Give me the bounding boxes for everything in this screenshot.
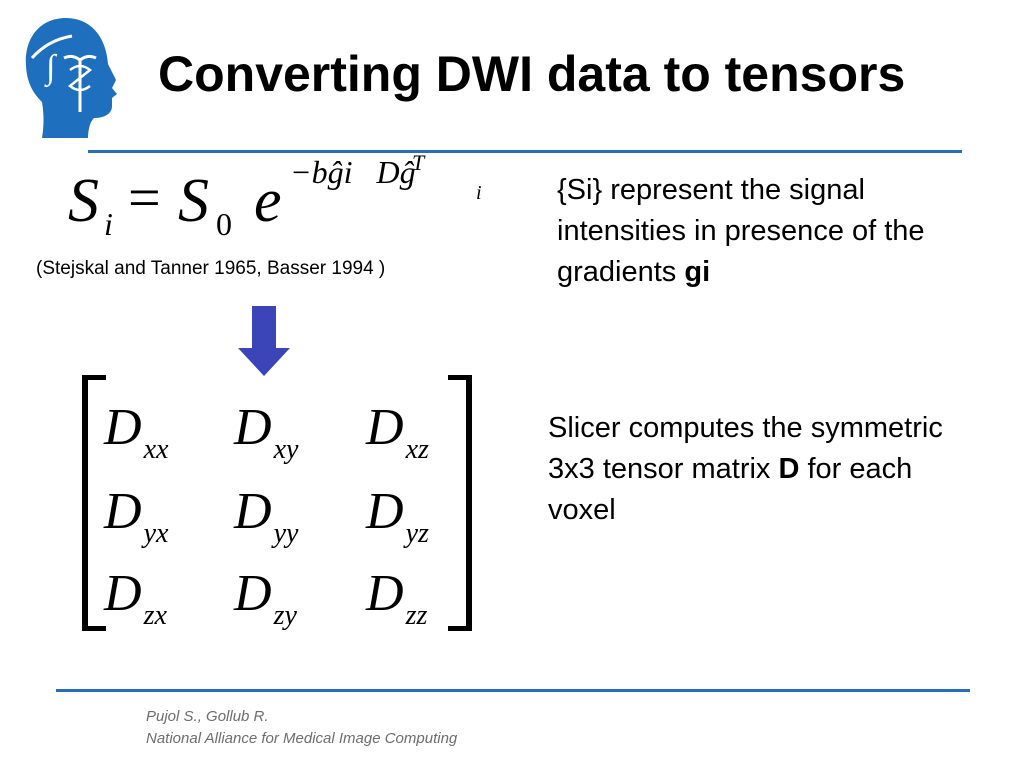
footer-authors: Pujol S., Gollub R.	[146, 708, 269, 725]
matrix-cell: Dzy	[234, 564, 344, 634]
matrix-cell-symbol: D	[366, 483, 404, 540]
formula-rhs-symbol: S	[178, 167, 209, 235]
formula-exponent-sup: T	[412, 150, 425, 175]
formula-exponent-lead: −bĝi	[290, 154, 353, 190]
matrix-cell: Dyz	[366, 482, 476, 552]
matrix-cell-symbol: D	[104, 483, 142, 540]
matrix-cell: Dxx	[104, 398, 214, 468]
matrix-cell-subscript: zx	[143, 600, 167, 631]
signal-description-bold: gi	[684, 256, 711, 288]
matrix-cell-symbol: D	[366, 565, 404, 622]
footer-organization: National Alliance for Medical Image Comp…	[146, 730, 458, 747]
matrix-cell-symbol: D	[104, 399, 142, 456]
citation: (Stejskal and Tanner 1965, Basser 1994 )	[36, 258, 386, 279]
matrix-cell-symbol: D	[104, 565, 142, 622]
formula-exponent: −bĝi Dĝ	[290, 154, 416, 191]
tensor-description-bold: D	[778, 453, 800, 485]
title-divider	[88, 150, 962, 153]
matrix-cell: Dzz	[366, 564, 476, 634]
formula-lhs-symbol: S	[68, 167, 99, 235]
footer: Pujol S., Gollub R. National Alliance fo…	[146, 706, 457, 750]
matrix-cell-subscript: yy	[273, 518, 299, 549]
matrix-cell-symbol: D	[366, 399, 404, 456]
matrix-right-bracket	[448, 375, 472, 631]
formula-equals: =	[128, 165, 161, 230]
signal-description-text: {Si} represent the signal intensities in…	[557, 174, 925, 288]
slide-title: Converting DWI data to tensors	[158, 46, 906, 102]
matrix-cell: Dyx	[104, 482, 214, 552]
formula-base: e	[254, 167, 282, 235]
tensor-description-tail: for each voxel	[548, 453, 913, 526]
matrix-cell: Dzx	[104, 564, 214, 634]
matrix-cell-subscript: zz	[405, 600, 428, 631]
matrix-cell-symbol: D	[234, 399, 272, 456]
matrix-cell-subscript: xx	[143, 434, 169, 465]
matrix-left-bracket	[82, 375, 106, 631]
matrix-cell-symbol: D	[234, 565, 272, 622]
matrix-cell-subscript: yz	[405, 518, 429, 549]
matrix-cell-subscript: xy	[273, 434, 299, 465]
signal-description: {Si} represent the signal intensities in…	[557, 170, 977, 293]
svg-text:∫: ∫	[44, 49, 58, 88]
down-arrow-icon	[238, 306, 290, 378]
footer-divider	[56, 689, 970, 692]
tensor-description: Slicer computes the symmetric 3x3 tensor…	[548, 408, 968, 531]
formula-lhs-subscript: i	[104, 206, 113, 242]
slicer-head-logo-icon: ∫	[18, 14, 128, 142]
matrix-cell-symbol: D	[234, 483, 272, 540]
matrix-cell: Dxz	[366, 398, 476, 468]
formula-exponent-rest: Dĝ	[376, 154, 416, 190]
matrix-cell-subscript: zy	[273, 600, 297, 631]
matrix-cell-subscript: xz	[405, 434, 429, 465]
formula-rhs-subscript: 0	[216, 206, 232, 242]
tensor-description-text: Slicer computes the symmetric 3x3 tensor…	[548, 412, 943, 485]
matrix-cell: Dyy	[234, 482, 344, 552]
matrix-cell-subscript: yx	[143, 518, 169, 549]
signal-equation: S i = S 0 e −bĝi Dĝ T i	[64, 150, 484, 250]
formula-exponent-sub: i	[476, 182, 482, 204]
matrix-cell: Dxy	[234, 398, 344, 468]
